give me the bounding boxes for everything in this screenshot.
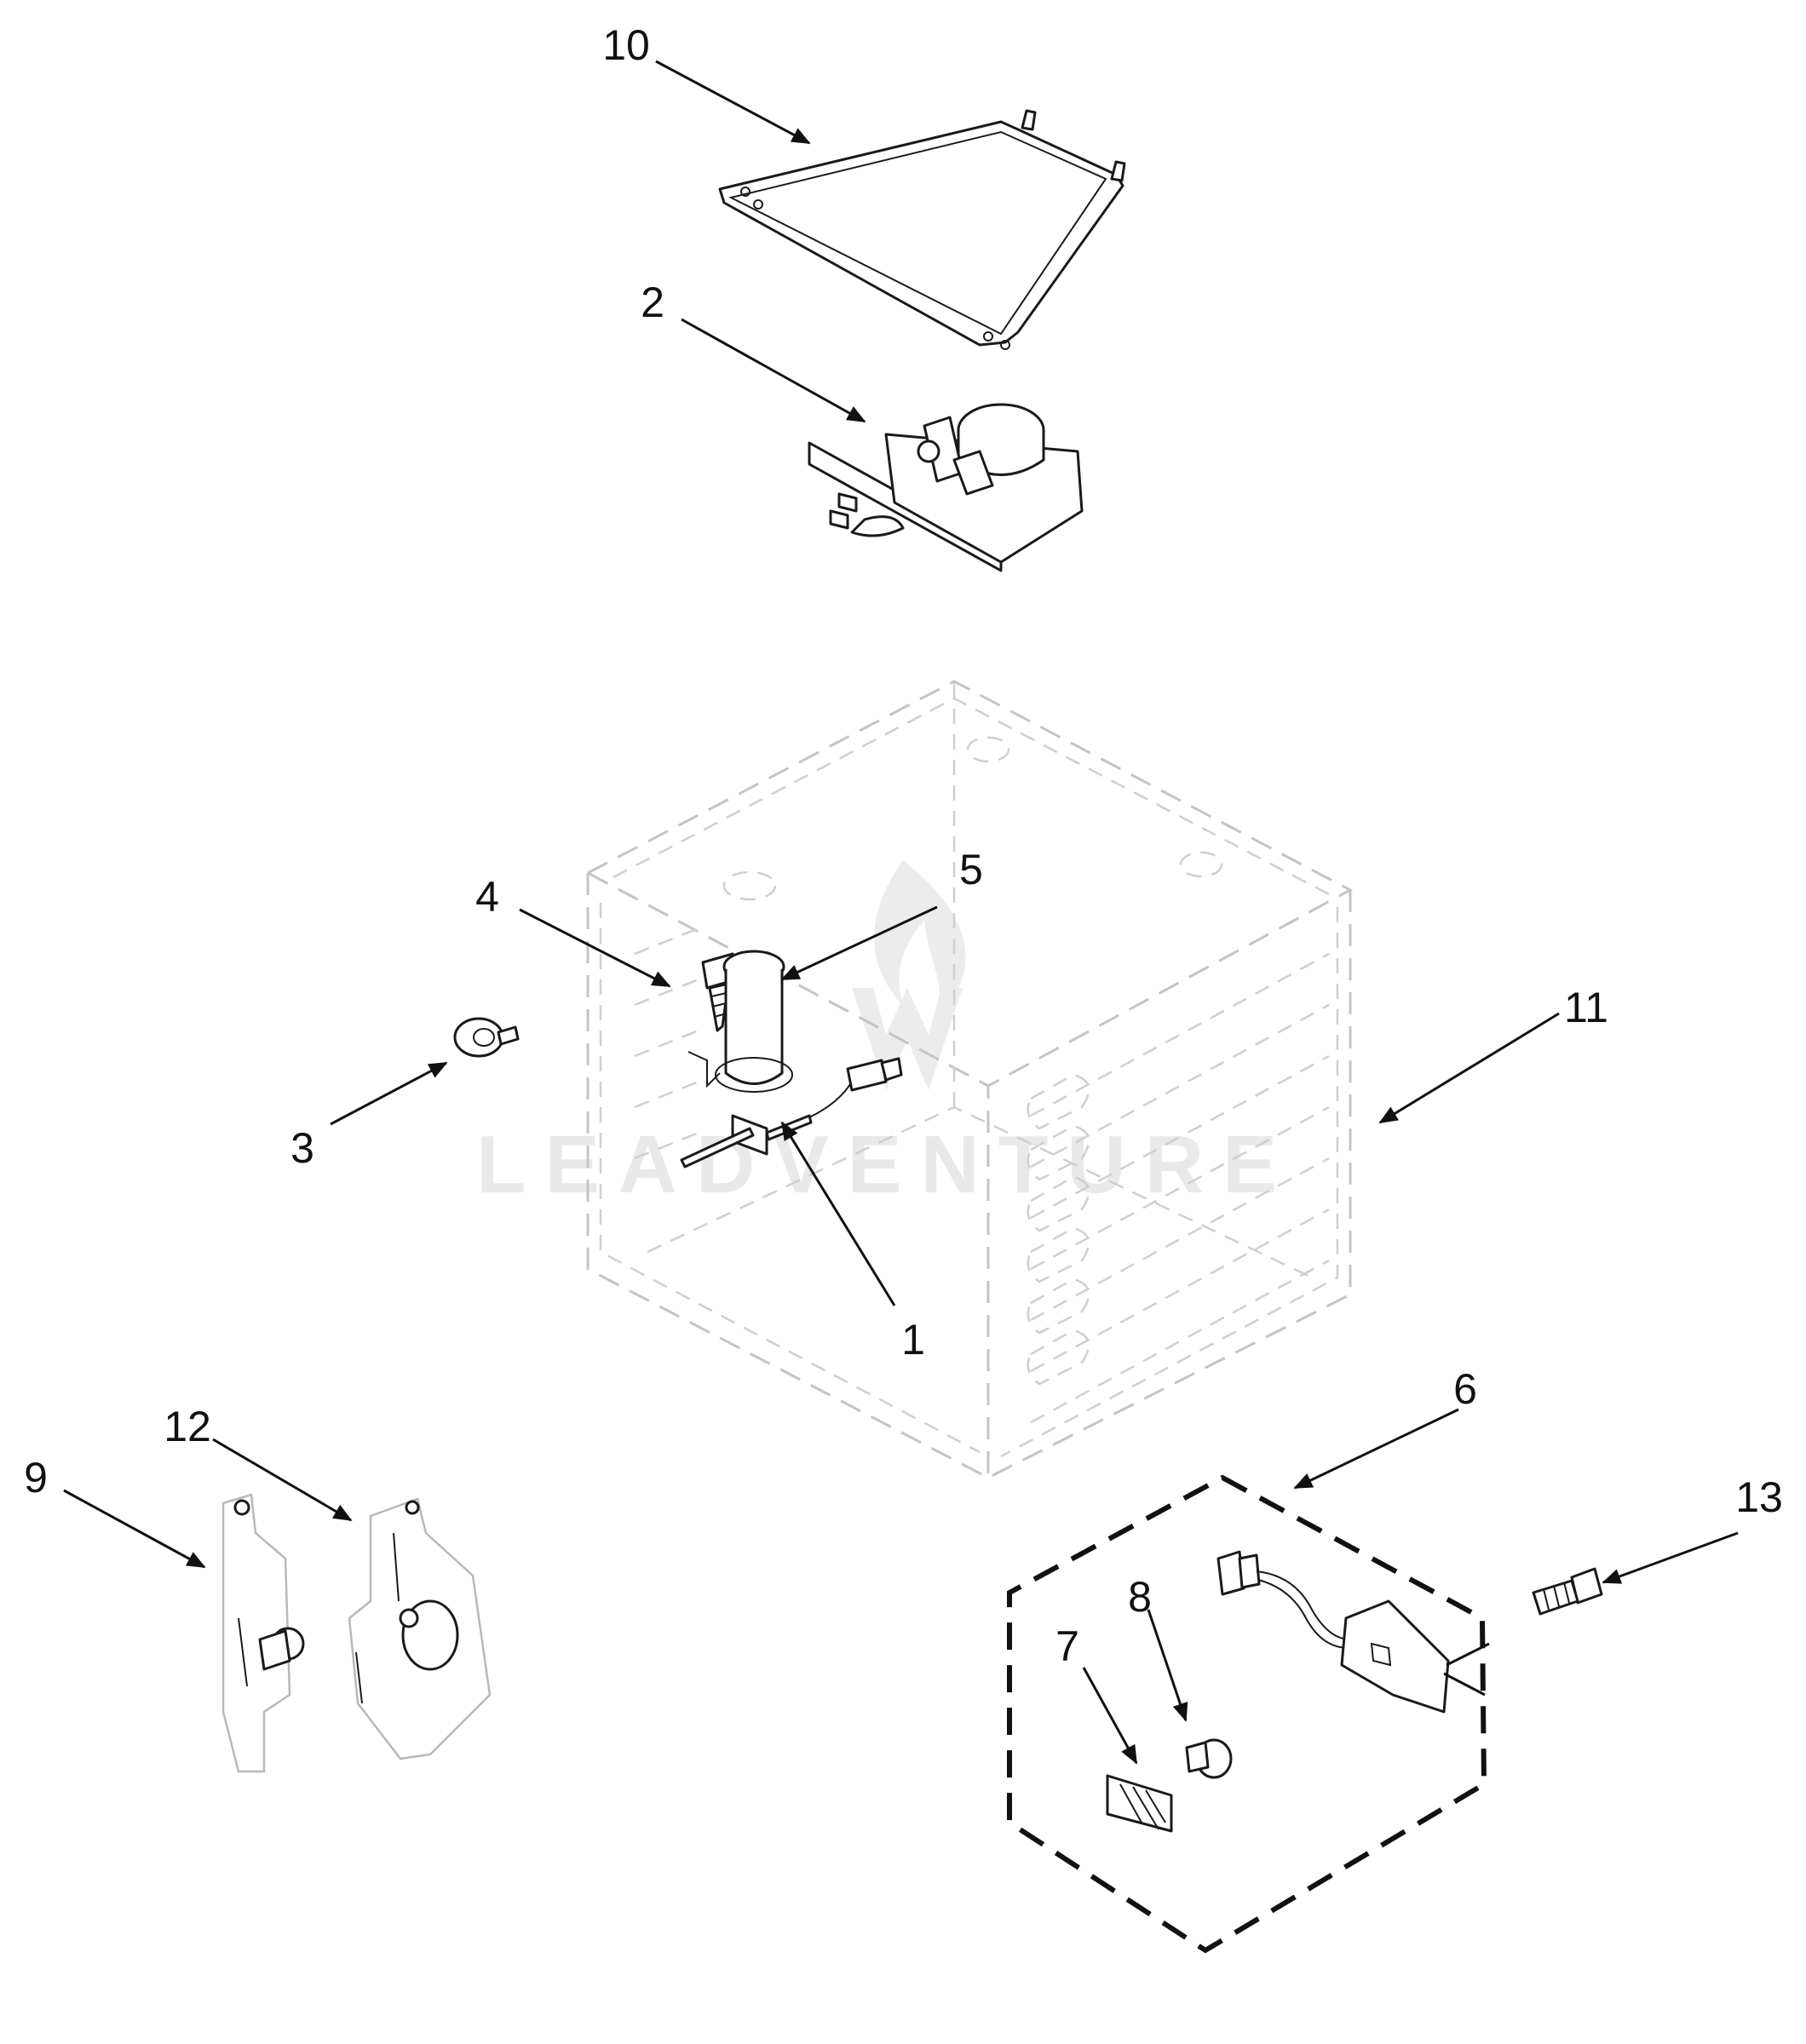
leader-5 — [780, 905, 938, 981]
rack-slots-left — [634, 927, 699, 1160]
leader-3 — [330, 1061, 448, 1126]
callout-13: 13 — [1735, 1473, 1783, 1521]
leader-10 — [655, 60, 811, 145]
rack-slots-right — [1027, 952, 1330, 1424]
leader-8 — [1147, 1609, 1188, 1722]
callout-4: 4 — [475, 873, 499, 921]
part-9-hinge — [221, 1493, 305, 1773]
watermark: LEADVENTURE — [476, 860, 1296, 1210]
leader-13-tail — [1443, 1672, 1486, 1697]
watermark-text: LEADVENTURE — [476, 1119, 1296, 1210]
callout-7: 7 — [1055, 1622, 1079, 1670]
leader-1 — [780, 1121, 896, 1306]
flame-logo-icon — [874, 860, 966, 1013]
part-12-hinge — [348, 1497, 492, 1760]
leader-11 — [1378, 1012, 1560, 1124]
leader-7 — [1082, 1667, 1138, 1765]
callout-10: 10 — [602, 21, 650, 69]
leader-lines — [63, 60, 1739, 1765]
callout-3: 3 — [290, 1124, 314, 1172]
leader-13 — [1602, 1531, 1739, 1584]
callout-6: 6 — [1453, 1365, 1477, 1413]
callout-9: 9 — [24, 1454, 48, 1501]
leader-9 — [63, 1489, 206, 1569]
callout-5: 5 — [959, 846, 983, 893]
leader-4 — [519, 908, 671, 988]
part-3-bumper — [453, 1017, 520, 1058]
part-6-light-kit — [1007, 1474, 1487, 1954]
leader-12 — [212, 1438, 353, 1522]
part-13-screw — [1532, 1567, 1603, 1616]
part-1-sensor-probe — [680, 1057, 903, 1168]
part-8-bulb — [1185, 1738, 1233, 1779]
leader-2 — [681, 318, 866, 423]
callout-8: 8 — [1128, 1573, 1152, 1621]
leader-6 — [1293, 1408, 1459, 1490]
callout-labels: 10 2 4 5 11 3 1 6 12 9 13 8 7 — [24, 21, 1783, 1670]
callout-2: 2 — [641, 278, 664, 326]
leader-6-tail — [1446, 1642, 1490, 1667]
part-2-lock-assembly — [808, 403, 1084, 572]
part-7-lens — [1106, 1774, 1173, 1833]
callout-12: 12 — [164, 1403, 211, 1450]
part-10-cover-plate — [718, 109, 1126, 350]
callout-1: 1 — [901, 1316, 925, 1364]
oven-cavity — [584, 680, 1354, 1480]
callout-11: 11 — [1564, 984, 1608, 1031]
